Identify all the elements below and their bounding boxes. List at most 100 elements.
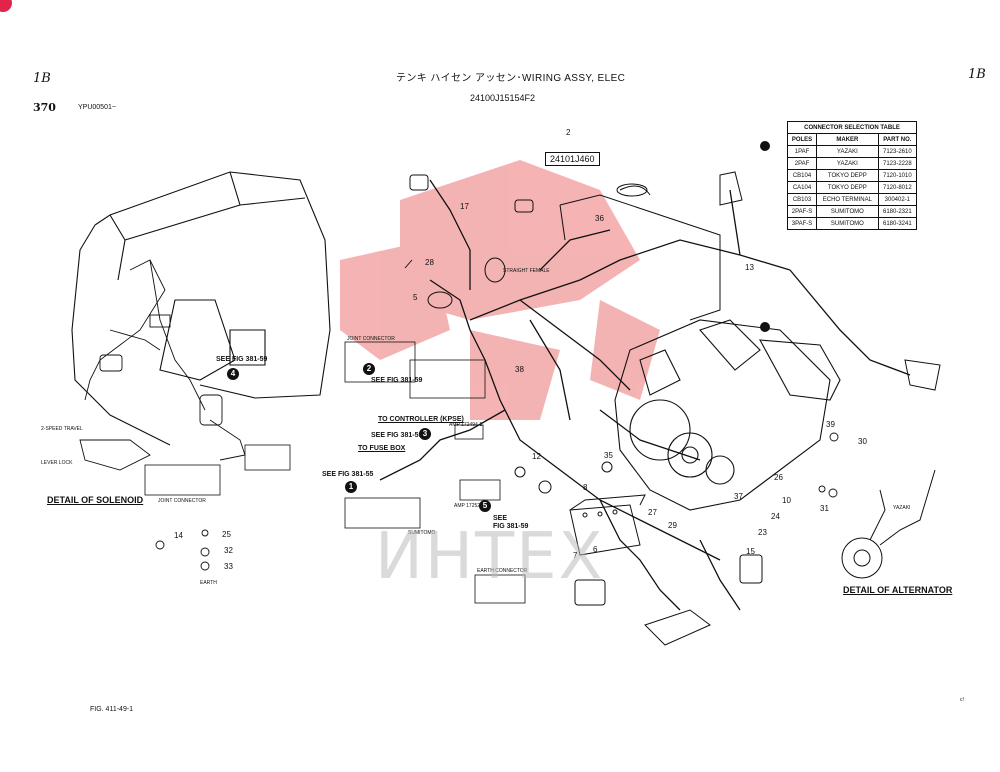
table-cell: ECHO TERMINAL xyxy=(816,193,879,206)
detail-of-solenoid-label: DETAIL OF SOLENOID xyxy=(47,495,144,505)
ref-number: 24 xyxy=(771,512,780,521)
ref-number: 15 xyxy=(746,547,755,556)
see-fig-label: SEE FIG 381-59 xyxy=(371,432,423,439)
table-cell: YAZAKI xyxy=(816,157,879,170)
table-title: CONNECTOR SELECTION TABLE xyxy=(787,121,917,134)
table-cell: TOKYO DEPP xyxy=(816,181,879,194)
ref-number: 5 xyxy=(413,293,418,302)
table-header-maker: MAKER xyxy=(816,133,879,146)
corner-badge xyxy=(0,0,12,12)
ref-number: 13 xyxy=(745,263,754,272)
ref-number: 38 xyxy=(515,365,524,374)
ref-number: 29 xyxy=(668,521,677,530)
ref-number: 39 xyxy=(826,420,835,429)
table-cell: SUMITOMO xyxy=(816,205,879,218)
main-harness xyxy=(379,179,911,611)
page-title: テンキ ハイセン アッセン･WIRING ASSY, ELEC xyxy=(396,73,626,84)
marker-5: 5 xyxy=(479,500,491,512)
table-cell: SUMITOMO xyxy=(816,217,879,230)
ref-number: 30 xyxy=(858,437,867,446)
assy-part-number: 24100J15154F2 xyxy=(470,93,536,103)
table-cell: CB103 xyxy=(786,193,818,206)
table-cell: 3PAF-S xyxy=(786,217,818,230)
see-fig-label: FIG 381-59 xyxy=(493,523,529,530)
page-number: 370 xyxy=(33,101,56,114)
table-cell: 6180-2321 xyxy=(877,205,918,218)
ref-number: 27 xyxy=(648,508,657,517)
table-cell: CA104 xyxy=(786,181,818,194)
ref-number: 33 xyxy=(224,562,233,571)
amp-label: AMP 172524-1 xyxy=(454,503,488,509)
table-cell: 1PAF xyxy=(786,145,818,158)
marker-4: 4 xyxy=(227,368,239,380)
table-cell: 7123-2610 xyxy=(877,145,918,158)
tank-outline xyxy=(559,183,721,321)
ref-number: 37 xyxy=(734,492,743,501)
solenoid-wiring xyxy=(79,259,246,471)
ref-number: 6 xyxy=(593,545,598,554)
ref-number: 32 xyxy=(224,546,233,555)
battery xyxy=(569,494,646,556)
joint-connector-label: JOINT CONNECTOR xyxy=(347,336,395,342)
see-fig-label: SEE FIG 381-59 xyxy=(371,377,423,384)
ref-number: 35 xyxy=(604,451,613,460)
table-cell: 6180-3241 xyxy=(877,217,918,230)
table-header-poles: POLES xyxy=(786,133,818,146)
see-fig-label: SEE FIG 381-55 xyxy=(322,471,374,478)
ref-number: 26 xyxy=(774,473,783,482)
table-header-part-no: PART NO. xyxy=(877,133,918,146)
table-cell: CB104 xyxy=(786,169,818,182)
detail-of-alternator-label: DETAIL OF ALTERNATOR xyxy=(843,585,953,595)
serial-range: YPU00501~ xyxy=(78,104,116,111)
ref-number: 8 xyxy=(583,483,588,492)
page-mark-right: 1B xyxy=(968,67,986,82)
see-fig-label: SEE FIG 381-59 xyxy=(216,356,268,363)
to-fuse-box-label: TO FUSE BOX xyxy=(358,445,406,452)
speed-travel-label: 2-SPEED TRAVEL xyxy=(41,426,83,432)
marker-2: 2 xyxy=(363,363,375,375)
joint-connector-label: JOINT CONNECTOR xyxy=(158,498,206,504)
ref-2: 2 xyxy=(566,128,571,137)
connector-selection-table: CONNECTOR SELECTION TABLE POLES MAKER PA… xyxy=(786,121,918,230)
joint-connector-blocks xyxy=(144,341,526,604)
to-controller-label: TO CONTROLLER (KPSE) xyxy=(378,416,464,423)
marker-1: 1 xyxy=(345,481,357,493)
table-cell: 7120-8012 xyxy=(877,181,918,194)
table-cell: 7123-2228 xyxy=(877,157,918,170)
ref-number: 31 xyxy=(820,504,829,513)
table-cell: 7120-1010 xyxy=(877,169,918,182)
table-cell: TOKYO DEPP xyxy=(816,169,879,182)
table-cell: YAZAKI xyxy=(816,145,879,158)
figure-number: FIG. 411-49-1 xyxy=(90,706,134,713)
amp-label: AMP 172494-1 xyxy=(449,422,483,428)
earth-label: EARTH xyxy=(200,580,217,586)
earth-connector-label: EARTH CONNECTOR xyxy=(477,568,528,574)
table-cell: 2PAF xyxy=(786,157,818,170)
cab-outline xyxy=(71,171,331,446)
watermark-text: ИНТЕХ xyxy=(375,520,605,594)
a-markers xyxy=(760,141,770,332)
assy-ref-box: 24101J460 xyxy=(545,152,600,166)
table-cell: 2PAF-S xyxy=(786,205,818,218)
ref-number: 17 xyxy=(460,202,469,211)
marker-3: 3 xyxy=(419,428,431,440)
ref-number: 36 xyxy=(595,214,604,223)
hardware xyxy=(155,259,839,571)
ref-number: 25 xyxy=(222,530,231,539)
table-cell: 300402-1 xyxy=(877,193,918,206)
page-mark-left: 1B xyxy=(33,71,51,86)
ref-number: 10 xyxy=(782,496,791,505)
sumitomo-label: SUMITOMO xyxy=(408,530,436,536)
see-fig-label: SEE xyxy=(493,515,508,522)
lever-lock-label: LEVER LOCK xyxy=(41,460,73,466)
yazaki-label: YAZAKI xyxy=(893,505,911,511)
ref-number: 7 xyxy=(573,551,578,560)
